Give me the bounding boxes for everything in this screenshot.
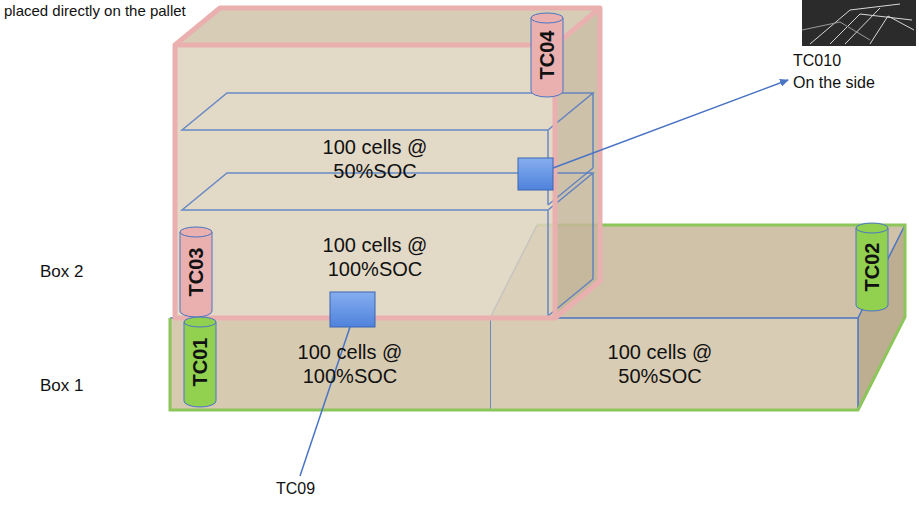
cell-label: 100 cells @ 50%SOC [595, 340, 725, 388]
thermocouple-cylinder: TC01 [183, 316, 217, 408]
thermocouple-cylinder: TC02 [855, 222, 889, 312]
annotation-label: TC010 [793, 52, 841, 70]
cell-text-area: 100 cells @ 100%SOC [235, 328, 465, 400]
box1-left [170, 318, 490, 410]
cell-box: 100 cells @ 50%SOC [545, 328, 775, 400]
leader-arrow [553, 80, 788, 168]
cell-label: 100 cells @ 50%SOC [310, 135, 440, 183]
thermocouple-cylinder: TC04 [530, 12, 564, 98]
sensor-tc09 [330, 292, 375, 327]
annotation-label: TC09 [276, 480, 315, 498]
cell-label: 100 cells @ 100%SOC [310, 233, 440, 281]
box2 [175, 8, 600, 318]
sensor-label: TC02 [861, 243, 884, 292]
sensor-label: TC03 [185, 248, 208, 297]
cell-box: 100 cells @ 100%SOC [235, 328, 465, 400]
cell-label: 100 cells @ 100%SOC [285, 340, 415, 388]
cell-text-area: 100 cells @ 50%SOC [545, 328, 775, 400]
sensor-photo [802, 0, 916, 46]
annotation-label: On the side [793, 74, 875, 92]
cell-text-area: 100 cells @ 50%SOC [270, 128, 480, 190]
annotation-label: Box 1 [40, 376, 83, 396]
cell-box: 100 cells @ 50%SOC [270, 128, 480, 190]
annotation-label: Box 2 [40, 262, 83, 282]
annotation-label: placed directly on the pallet [4, 2, 186, 19]
sensor-tc010 [518, 158, 553, 190]
sensor-label: TC01 [189, 338, 212, 387]
cell-box: 100 cells @ 100%SOC [270, 226, 480, 288]
cell-text-area: 100 cells @ 100%SOC [270, 226, 480, 288]
sensor-label: TC04 [536, 31, 559, 80]
thermocouple-cylinder: TC03 [179, 226, 213, 318]
